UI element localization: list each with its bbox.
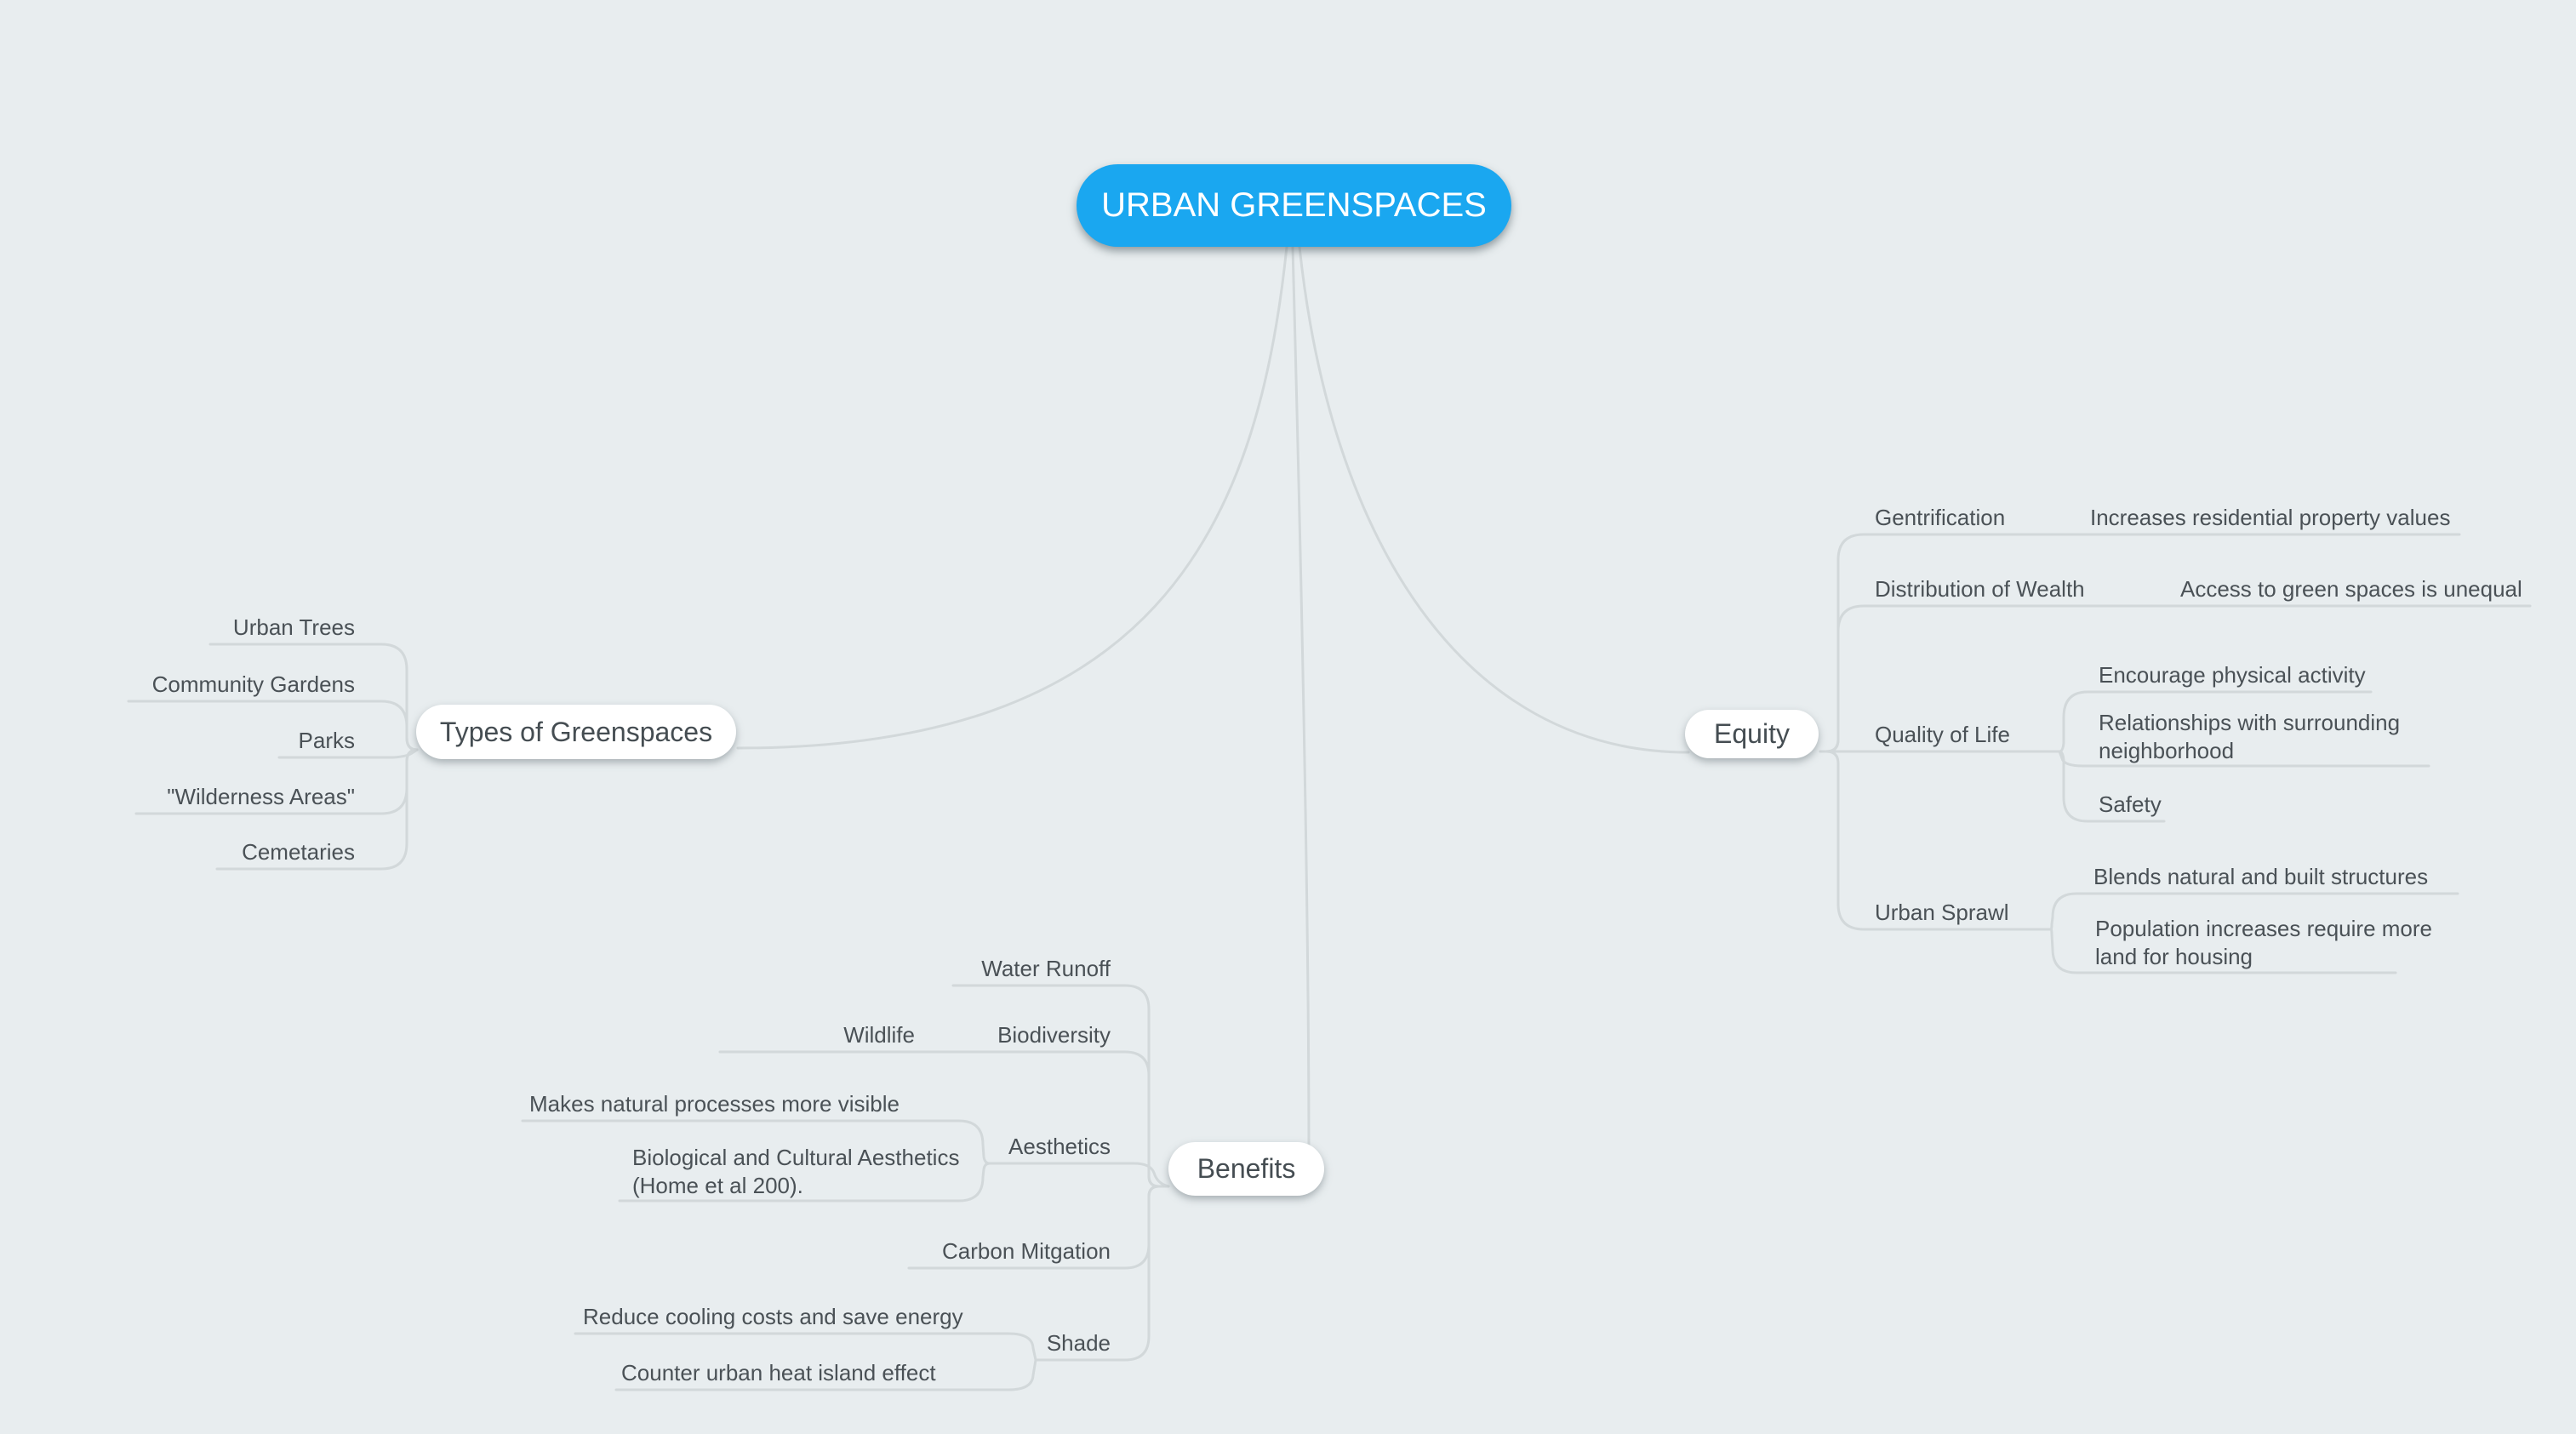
node-natural-processes-visible[interactable]: Makes natural processes more visible	[529, 1091, 900, 1117]
node-gentrification[interactable]: Gentrification	[1875, 505, 2006, 530]
node-equity[interactable]: Equity	[1685, 710, 1819, 758]
node-urban-trees[interactable]: Urban Trees	[232, 614, 355, 640]
edge-root-equity	[1298, 245, 1690, 754]
node-counter-heat-island[interactable]: Counter urban heat island effect	[621, 1360, 936, 1385]
node-wilderness-areas[interactable]: "Wilderness Areas"	[167, 784, 355, 809]
node-carbon-mitgation[interactable]: Carbon Mitgation	[942, 1238, 1111, 1264]
node-reduce-cooling-costs[interactable]: Reduce cooling costs and save energy	[583, 1304, 963, 1329]
node-aesthetics[interactable]: Aesthetics	[1008, 1134, 1111, 1159]
edge-equity-distribution	[1825, 604, 2532, 753]
edge-types-cemetaries	[215, 748, 419, 871]
edge-shade-reduce	[574, 1332, 1037, 1362]
node-quality-of-life[interactable]: Quality of Life	[1875, 722, 2010, 747]
edge-qol-safety	[2058, 750, 2166, 823]
node-biological-cultural-aesthetics[interactable]: Biological and Cultural Aesthetics (Home…	[632, 1145, 972, 1198]
node-blends-structures[interactable]: Blends natural and built structures	[2093, 864, 2429, 889]
edge-root-benefits	[1291, 245, 1311, 1155]
node-cemetaries[interactable]: Cemetaries	[242, 839, 355, 865]
edge-shade-counter	[614, 1358, 1037, 1391]
node-distribution-of-wealth[interactable]: Distribution of Wealth	[1875, 576, 2085, 602]
node-wildlife[interactable]: Wildlife	[843, 1022, 915, 1048]
edge-types-parks	[277, 748, 419, 759]
node-community-gardens[interactable]: Community Gardens	[151, 671, 355, 697]
node-safety[interactable]: Safety	[2099, 791, 2162, 817]
node-access-unequal[interactable]: Access to green spaces is unequal	[2180, 576, 2522, 602]
node-urban-sprawl[interactable]: Urban Sprawl	[1875, 900, 2009, 925]
node-increases-property-values[interactable]: Increases residential property values	[2090, 505, 2451, 530]
edge-types-community-gardens	[127, 700, 419, 751]
edge-benefits-aesthetics	[985, 1162, 1170, 1188]
node-water-runoff[interactable]: Water Runoff	[981, 956, 1111, 981]
edge-root-types	[736, 245, 1288, 750]
node-benefits[interactable]: Benefits	[1168, 1142, 1324, 1196]
edge-aesthetics-biological	[618, 1162, 991, 1203]
node-root-urban-greenspaces[interactable]: URBAN GREENSPACES	[1077, 164, 1511, 247]
node-types-of-greenspaces[interactable]: Types of Greenspaces	[416, 705, 736, 759]
node-population-increases[interactable]: Population increases require more land f…	[2095, 916, 2439, 969]
node-shade[interactable]: Shade	[1046, 1330, 1111, 1356]
node-encourage-physical-activity[interactable]: Encourage physical activity	[2099, 662, 2366, 688]
edge-sprawl-population	[2049, 928, 2397, 974]
edge-qol-encourage	[2058, 690, 2373, 753]
node-relationships-neighborhood[interactable]: Relationships with surrounding neighborh…	[2099, 710, 2407, 763]
node-parks[interactable]: Parks	[298, 728, 355, 753]
edge-equity-urban-sprawl	[1825, 750, 2053, 931]
node-biodiversity[interactable]: Biodiversity	[997, 1022, 1111, 1048]
edge-qol-relationships	[2058, 750, 2430, 768]
edge-benefits-shade	[1034, 1185, 1161, 1362]
edge-benefits-biodiversity	[718, 1050, 1161, 1188]
